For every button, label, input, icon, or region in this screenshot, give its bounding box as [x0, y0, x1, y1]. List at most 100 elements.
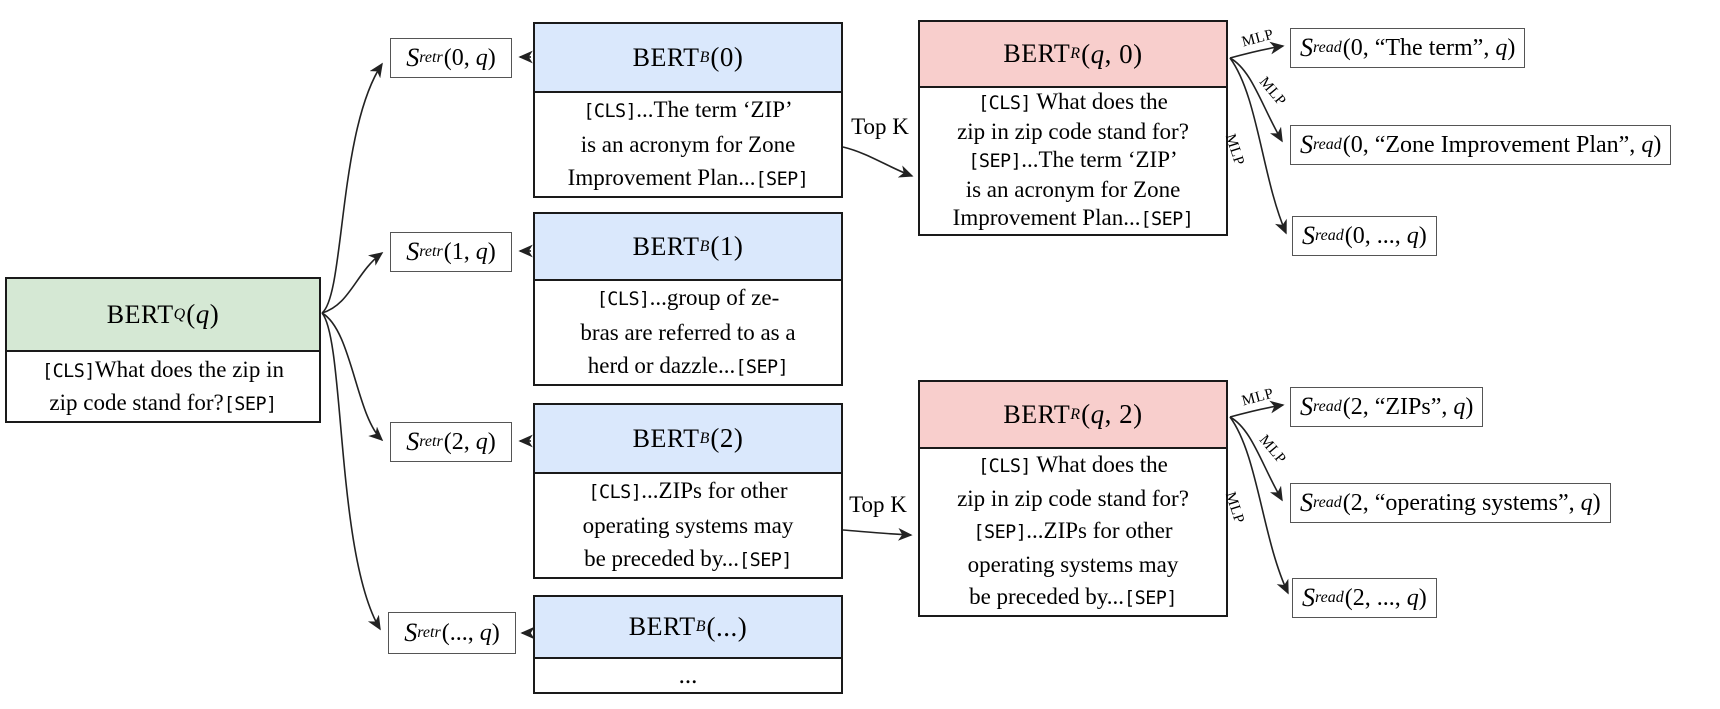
text-line: [CLS] What does the: [978, 452, 1168, 477]
math-args: (q): [186, 299, 220, 329]
top-k-label-lower: Top K: [849, 492, 907, 517]
math-base: S: [1300, 130, 1313, 159]
math-base: S: [1300, 392, 1313, 421]
math-base: BERT: [632, 42, 700, 72]
math-args: (q, 0): [1081, 38, 1143, 69]
special-token: [SEP]: [739, 550, 792, 571]
special-token: [CLS]: [42, 360, 95, 382]
math-base: S: [1302, 221, 1315, 250]
text-line: [CLS]...ZIPs for other: [588, 478, 788, 503]
text-line: [CLS]...group of ze-: [596, 285, 780, 310]
math-args: (2, ..., q): [1344, 584, 1427, 611]
text-line: bras are referred to as a: [580, 320, 796, 345]
math-base: BERT: [106, 299, 174, 329]
math-args: (2, “ZIPs”, q): [1342, 393, 1474, 420]
math-base: S: [406, 237, 420, 266]
arrow-query-to-sretr1: [321, 252, 384, 314]
math-base: S: [1300, 488, 1313, 517]
text-line: Improvement Plan...[SEP]: [567, 165, 809, 190]
math-args: (q, 2): [1081, 399, 1143, 429]
text-line: Improvement Plan...[SEP]: [952, 205, 1194, 230]
text-line: [CLS]...The term ‘ZIP’: [583, 97, 793, 122]
text-line: [SEP]...ZIPs for other: [973, 518, 1173, 543]
block-encoder-3-text: ...: [535, 659, 841, 692]
math-base: BERT: [1003, 39, 1071, 68]
special-token: [CLS]: [583, 101, 637, 122]
math-args: (0, ..., q): [1344, 222, 1427, 249]
text-line: [CLS] What does the: [978, 89, 1168, 114]
math-base: BERT: [1003, 399, 1071, 429]
reader-encoder-0-text: [CLS] What does the zip in zip code stand…: [920, 88, 1226, 234]
text-line: is an acronym for Zone: [965, 177, 1181, 202]
math-base: BERT: [632, 231, 700, 261]
text-line: zip code stand for?[SEP]: [49, 389, 277, 415]
arrow-topk-bertb2-to-bertr2: [842, 528, 913, 541]
math-args: (..., q): [441, 619, 500, 646]
special-token: [SEP]: [1140, 209, 1194, 230]
math-args: (0, “The term”, q): [1342, 34, 1516, 61]
math-args: (0, q): [443, 44, 496, 71]
text-line: ...: [678, 662, 698, 689]
text-line: zip in zip code stand for?: [957, 119, 1189, 144]
mlp-label-0: MLP: [1240, 26, 1276, 51]
special-token: [CLS]: [588, 482, 642, 503]
text-line: is an acronym for Zone: [580, 132, 796, 157]
arrow-topk-bertb0-to-bertr0: [842, 146, 914, 178]
arrow-query-to-sretr0: [321, 62, 383, 314]
text-line: operating systems may: [967, 552, 1179, 577]
special-token: [SEP]: [735, 357, 789, 378]
math-args: (2): [710, 423, 744, 453]
block-encoder-2-text: [CLS]...ZIPs for other operating systems …: [535, 474, 841, 577]
math-args: (2, “operating systems”, q): [1342, 489, 1601, 516]
block-encoder-1-text: [CLS]...group of ze-bras are referred to…: [535, 281, 841, 384]
math-args: (0, “Zone Improvement Plan”, q): [1342, 131, 1662, 158]
special-token: [SEP]: [223, 393, 277, 415]
mlp-label-3: MLP: [1240, 385, 1276, 410]
text-line: operating systems may: [582, 513, 794, 538]
arrow-query-to-sretr2: [321, 312, 384, 442]
mlp-label-4: MLP: [1255, 432, 1289, 468]
special-token: [SEP]: [973, 522, 1027, 543]
special-token: [CLS]: [596, 289, 650, 310]
block-encoder-0-text: [CLS]...The term ‘ZIP’ is an acronym for …: [535, 93, 841, 196]
text-line: be preceded by...[SEP]: [969, 584, 1177, 609]
special-token: [SEP]: [968, 151, 1022, 172]
math-args: (0): [710, 42, 744, 72]
mlp-label-1: MLP: [1255, 74, 1289, 110]
math-args: (...): [706, 611, 748, 642]
text-line: be preceded by...[SEP]: [584, 546, 792, 571]
math-args: (2, q): [443, 428, 496, 455]
math-base: S: [404, 618, 418, 647]
text-line: [SEP]...The term ‘ZIP’: [968, 147, 1178, 172]
math-base: S: [1302, 583, 1315, 612]
math-base: BERT: [628, 612, 696, 641]
math-base: S: [406, 43, 420, 72]
math-args: (1): [710, 231, 744, 261]
math-base: BERT: [632, 423, 700, 453]
math-args: (1, q): [443, 238, 496, 265]
